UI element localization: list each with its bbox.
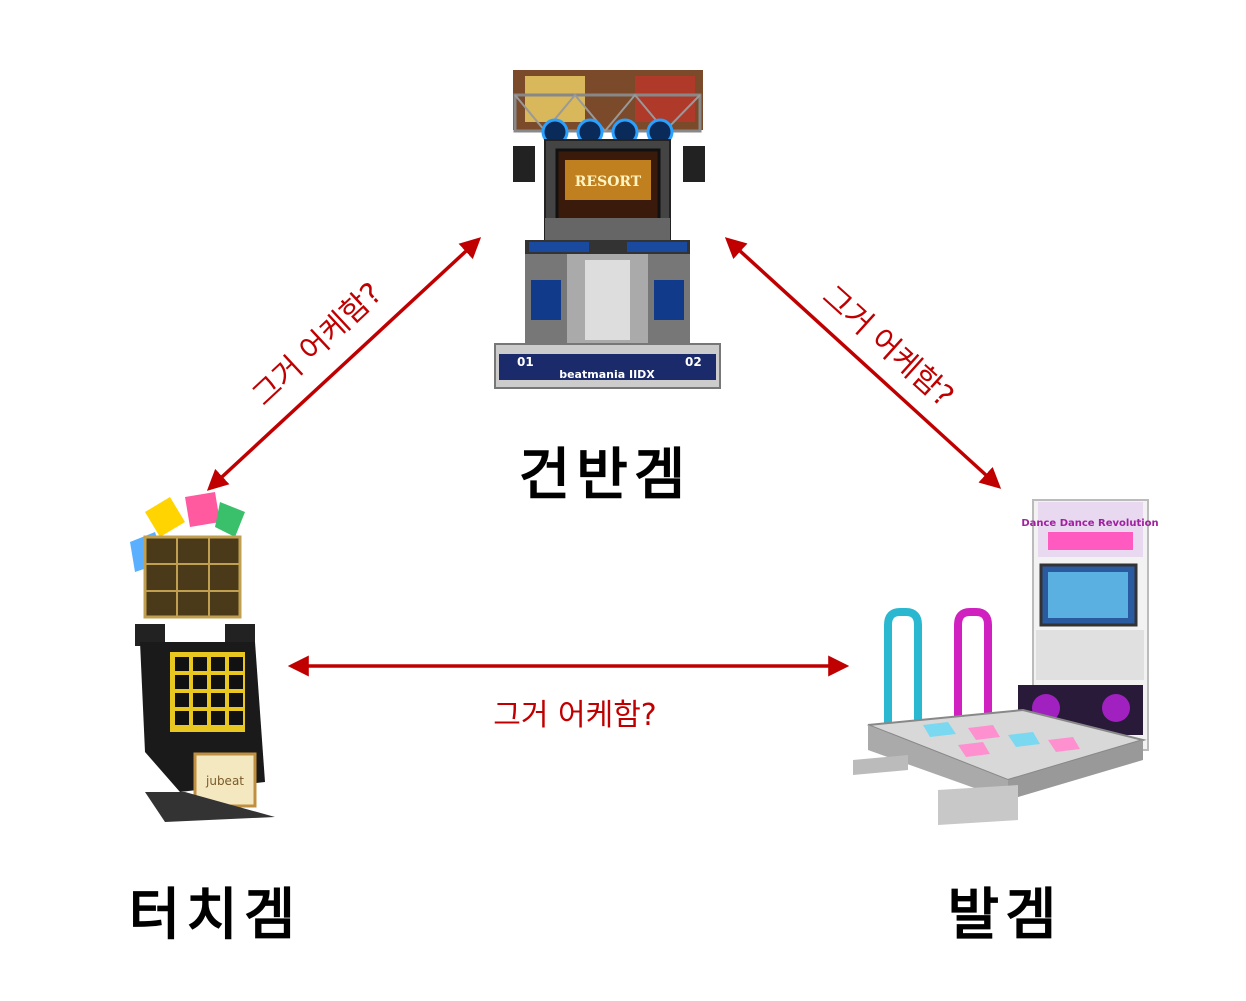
node-label-foot-game: 발겜 <box>947 882 1063 948</box>
arrow-top-right <box>724 237 1002 489</box>
touch-arcade-machine: jubeat <box>130 492 275 822</box>
node-touch-game: jubeat <box>125 492 300 827</box>
node-label-touch-game: 터치겜 <box>128 882 302 948</box>
edge-label-left-right: 그거 어케함? <box>493 698 657 733</box>
foot-arcade-machine: Dance Dance Revolution <box>853 499 1158 825</box>
keyboard-arcade-machine: RESORT 01 02 beatmania IIDX <box>494 70 721 389</box>
svg-text:RESORT: RESORT <box>575 174 642 190</box>
foot-machine-marquee-text: Dance Dance Revolution <box>1021 518 1158 529</box>
arrow-top-left <box>206 237 482 491</box>
node-foot-game: Dance Dance Revolution <box>848 490 1158 845</box>
node-keyboard-game: RESORT 01 02 beatmania IIDX <box>485 60 730 410</box>
touch-machine-brand-text: jubeat <box>205 774 244 788</box>
keyboard-machine-marquee-text: beatmania IIDX <box>559 368 655 381</box>
keyboard-machine-player2-text: 02 <box>685 355 702 369</box>
keyboard-machine-player1-text: 01 <box>517 355 534 369</box>
node-label-keyboard-game: 건반겜 <box>518 442 692 508</box>
